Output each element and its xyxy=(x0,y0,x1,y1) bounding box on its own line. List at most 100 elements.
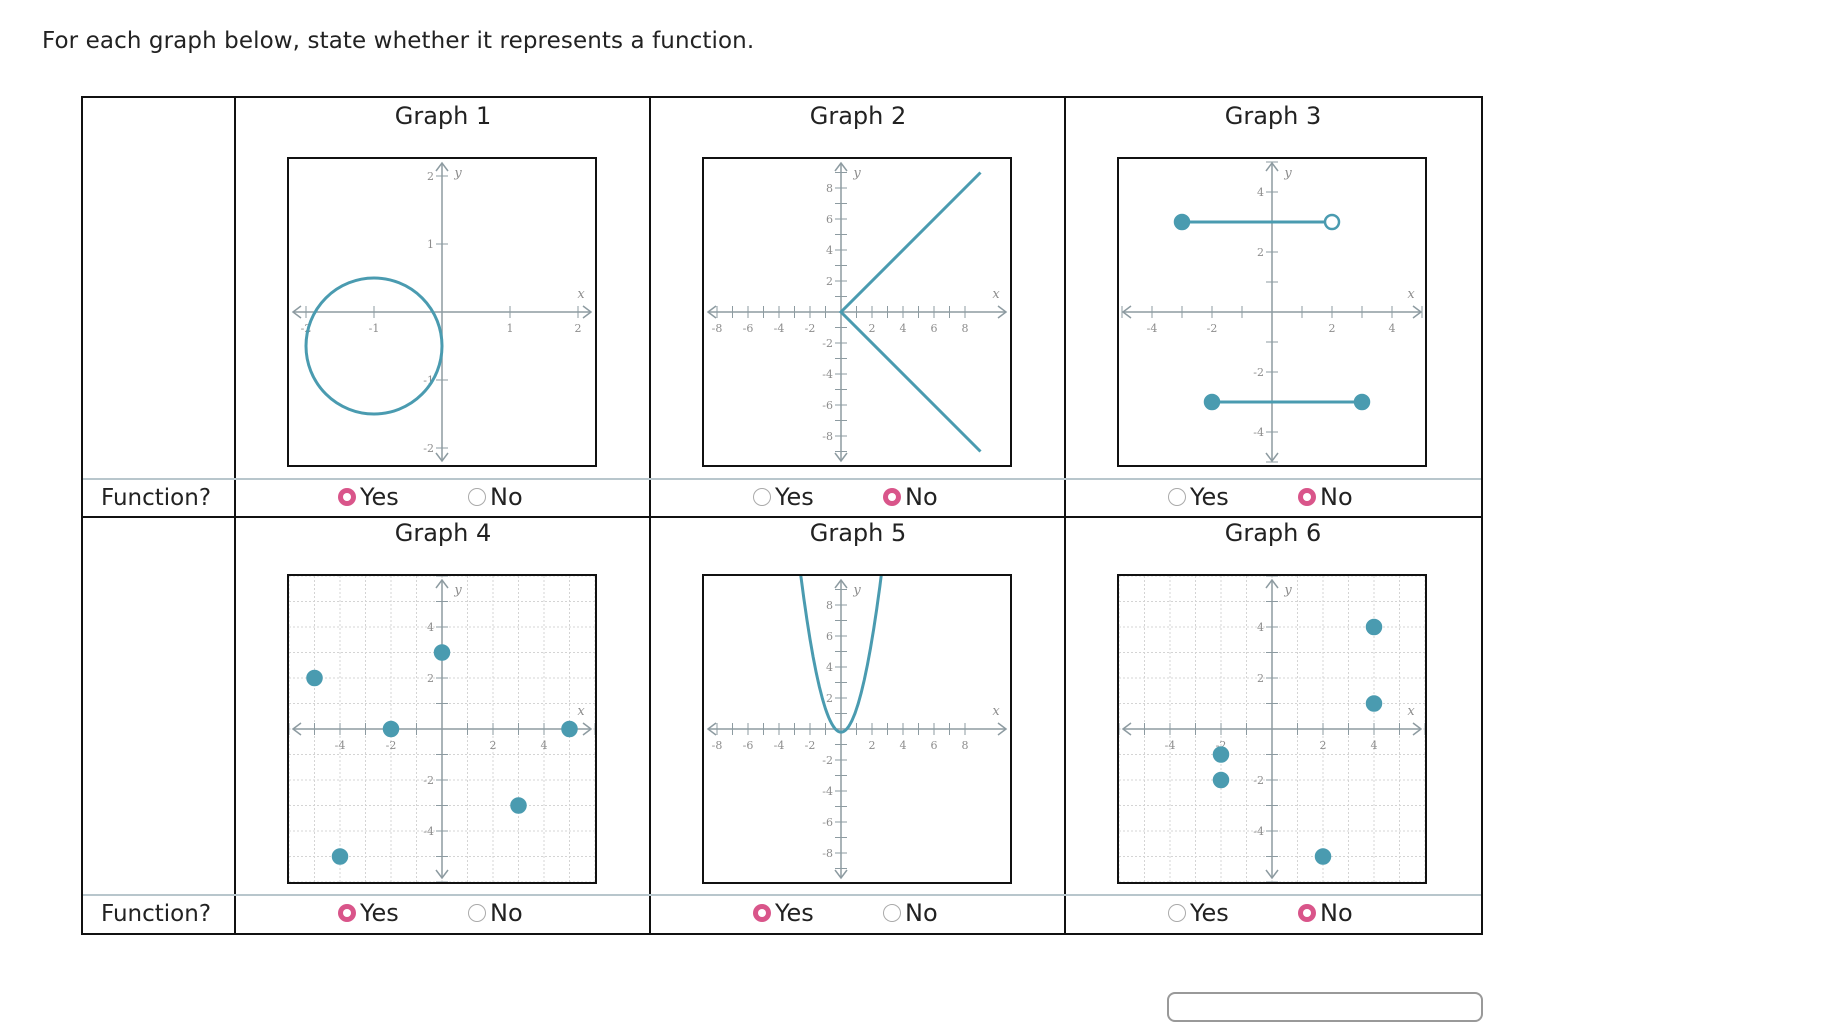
y-tick-label: 2 xyxy=(826,275,833,288)
x-axis-arrow-right xyxy=(582,305,593,319)
row-divider xyxy=(83,516,1481,518)
y-tick-label: -4 xyxy=(822,785,833,798)
graph3-yes-label: Yes xyxy=(1190,483,1229,511)
y-tick-label: 2 xyxy=(1257,246,1264,259)
graph4-no-label: No xyxy=(490,899,523,927)
y-axis-label: y xyxy=(453,583,462,598)
graph2-no-label: No xyxy=(905,483,938,511)
y-tick-label: 8 xyxy=(826,599,833,612)
graph3-yes-option[interactable]: Yes xyxy=(1168,483,1229,511)
graph3-no-label: No xyxy=(1320,483,1353,511)
x-tick-label: -4 xyxy=(1147,322,1158,335)
graph3-yes-radio[interactable] xyxy=(1168,488,1186,506)
x-tick-label: 2 xyxy=(490,739,497,752)
y-axis-arrow-down xyxy=(834,869,848,880)
y-axis-label: y xyxy=(1283,166,1292,181)
column-divider xyxy=(234,98,236,933)
graph5-yes-option[interactable]: Yes xyxy=(753,899,814,927)
graph5-yes-radio[interactable] xyxy=(753,904,771,922)
x-tick-label: 2 xyxy=(1329,322,1336,335)
graph6-point xyxy=(1365,618,1383,636)
graph5-yes-label: Yes xyxy=(775,899,814,927)
x-axis-label: x xyxy=(1407,704,1415,719)
x-tick-label: 4 xyxy=(1389,322,1396,335)
graph5-no-radio[interactable] xyxy=(883,904,901,922)
y-axis-arrow-down xyxy=(435,452,449,463)
answer-table: Function? Function? Graph 1 Graph 2 Grap… xyxy=(81,96,1483,935)
graph6-no-option[interactable]: No xyxy=(1298,899,1353,927)
x-tick-label: -2 xyxy=(805,739,816,752)
graph6-point xyxy=(1314,848,1332,865)
x-tick-label: 4 xyxy=(900,739,907,752)
graph4-no-option[interactable]: No xyxy=(468,899,523,927)
y-tick-label: -8 xyxy=(822,430,833,443)
graph1-yes-label: Yes xyxy=(360,483,399,511)
graph2-no-option[interactable]: No xyxy=(883,483,938,511)
x-tick-label: -2 xyxy=(386,739,397,752)
graph6-point xyxy=(1212,746,1230,763)
y-tick-label: -8 xyxy=(822,847,833,860)
x-tick-label: -2 xyxy=(805,322,816,335)
x-tick-label: 4 xyxy=(1371,739,1378,752)
y-axis-arrow-down xyxy=(834,452,848,463)
graph1-no-radio[interactable] xyxy=(468,488,486,506)
x-axis-label: x xyxy=(992,704,1000,719)
y-tick-label: 6 xyxy=(826,213,833,226)
graph3-no-radio[interactable] xyxy=(1298,488,1316,506)
graph1-no-label: No xyxy=(490,483,523,511)
graph6-yes-radio[interactable] xyxy=(1168,904,1186,922)
y-tick-label: 8 xyxy=(826,182,833,195)
y-axis-label: y xyxy=(852,166,861,181)
y-tick-label: -4 xyxy=(1253,426,1264,439)
y-axis-arrow-up xyxy=(435,578,449,589)
x-tick-label: -2 xyxy=(1216,739,1227,752)
graph2-title: Graph 2 xyxy=(809,102,907,130)
graph2-yes-option[interactable]: Yes xyxy=(753,483,814,511)
y-axis-arrow-down xyxy=(1265,869,1279,880)
y-tick-label: 4 xyxy=(1257,186,1264,199)
x-tick-label: 2 xyxy=(575,322,582,335)
graph4-yes-label: Yes xyxy=(360,899,399,927)
x-axis-arrow-left xyxy=(706,722,717,736)
x-tick-label: 2 xyxy=(869,739,876,752)
y-axis-arrow-up xyxy=(834,578,848,589)
x-tick-label: -6 xyxy=(743,322,754,335)
graph2-yes-radio[interactable] xyxy=(753,488,771,506)
y-tick-label: -2 xyxy=(423,442,434,455)
bottom-button[interactable] xyxy=(1167,992,1483,1022)
graph1-yes-radio[interactable] xyxy=(338,488,356,506)
y-axis-arrow-up xyxy=(834,161,848,172)
y-tick-label: 2 xyxy=(1257,672,1264,685)
graph6-point xyxy=(1365,695,1383,712)
graph3-closed-point xyxy=(1203,393,1221,411)
x-axis-arrow-left xyxy=(706,305,717,319)
graph1-title: Graph 1 xyxy=(394,102,492,130)
x-tick-label: -4 xyxy=(774,739,785,752)
graph6-no-radio[interactable] xyxy=(1298,904,1316,922)
x-tick-label: 1 xyxy=(507,322,514,335)
graph4-yes-option[interactable]: Yes xyxy=(338,899,399,927)
graph3-no-option[interactable]: No xyxy=(1298,483,1353,511)
graph1-no-option[interactable]: No xyxy=(468,483,523,511)
graph4-point xyxy=(510,797,527,814)
x-tick-label: -8 xyxy=(712,739,723,752)
y-tick-label: 4 xyxy=(1257,621,1264,634)
graph4-no-radio[interactable] xyxy=(468,904,486,922)
x-tick-label: 4 xyxy=(900,322,907,335)
y-tick-label: -2 xyxy=(1253,774,1264,787)
y-tick-label: 2 xyxy=(427,672,434,685)
graph1-yes-option[interactable]: Yes xyxy=(338,483,399,511)
graph6-yes-option[interactable]: Yes xyxy=(1168,899,1229,927)
graph3-closed-point xyxy=(1353,393,1371,411)
graph4-yes-radio[interactable] xyxy=(338,904,356,922)
x-axis-label: x xyxy=(577,704,585,719)
graph2-no-radio[interactable] xyxy=(883,488,901,506)
x-axis-label: x xyxy=(992,287,1000,302)
y-axis-label: y xyxy=(1283,583,1292,598)
graph5-no-option[interactable]: No xyxy=(883,899,938,927)
